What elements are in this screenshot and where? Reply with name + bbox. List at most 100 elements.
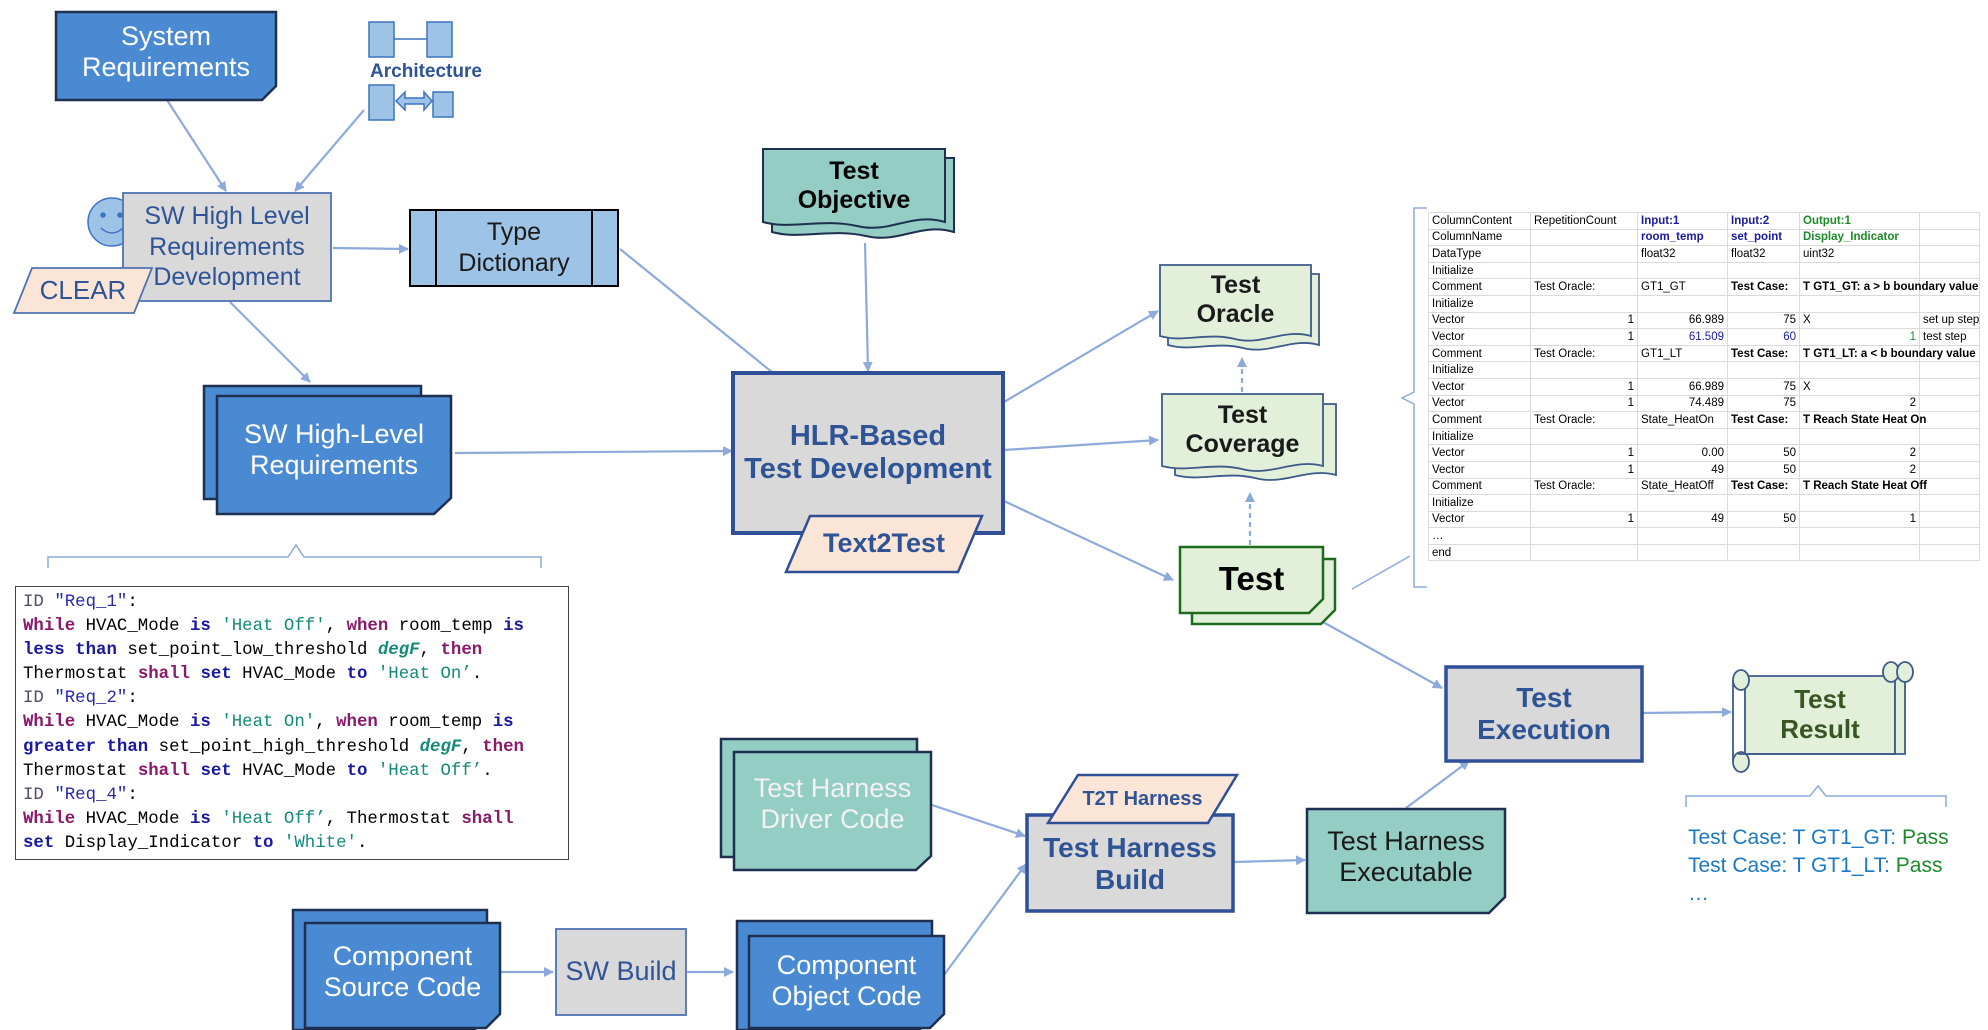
hlr-test-development-box xyxy=(731,371,1005,535)
code-token: While xyxy=(23,713,76,733)
table-cell xyxy=(1919,377,1980,396)
table-cell: 50 xyxy=(1727,510,1800,529)
table-cell: Test Oracle: xyxy=(1530,411,1638,429)
table-cell xyxy=(1799,261,1920,280)
table-cell: 1 xyxy=(1530,444,1638,462)
smiley-face-features xyxy=(100,212,124,234)
code-token: "Req_4" xyxy=(54,785,128,805)
table-cell: 49 xyxy=(1637,460,1728,479)
table-row: end xyxy=(1428,543,1980,562)
arrow-sysreq-to-hlrdev xyxy=(166,99,227,192)
table-cell: Vector xyxy=(1428,311,1531,330)
type-dictionary-box xyxy=(409,209,619,287)
code-token: , xyxy=(315,713,337,733)
arrow-executable-to-execution xyxy=(1405,760,1470,809)
code-token: 'Heat Off' xyxy=(221,617,326,637)
table-cell: 0.00 xyxy=(1637,444,1728,462)
table-cell: 1 xyxy=(1799,328,1920,346)
code-line: While HVAC_Mode is 'Heat Off’, Thermosta… xyxy=(23,808,561,832)
code-token: , xyxy=(419,641,441,661)
table-cell: 49 xyxy=(1637,510,1728,529)
table-cell xyxy=(1530,543,1638,562)
table-cell: T Reach State Heat Off xyxy=(1799,477,1927,496)
code-token xyxy=(211,617,221,636)
table-row: Initialize xyxy=(1428,361,1980,379)
test-execution-label: Test Execution xyxy=(1477,681,1611,745)
table-cell: room_temp xyxy=(1637,228,1728,247)
table-cell: Input:1 xyxy=(1637,212,1728,230)
table-cell: float32 xyxy=(1727,245,1800,263)
driver-code-label: Test Harness Driver Code xyxy=(753,772,912,834)
arrow-hlrdev-to-swhlr xyxy=(229,301,311,383)
system-requirements-label: System Requirements xyxy=(81,20,251,82)
sw-hlr-development-label: SW High Level Requirements Development xyxy=(144,202,310,292)
table-cell: Output:1 xyxy=(1799,212,1920,230)
code-token: : xyxy=(127,593,138,612)
table-cell: 50 xyxy=(1727,444,1800,462)
code-token: , xyxy=(461,737,483,757)
table-cell xyxy=(1919,294,1980,313)
table-cell: Test Oracle: xyxy=(1530,344,1638,363)
code-token: HVAC_Mode xyxy=(231,665,347,685)
table-cell: Vector xyxy=(1428,460,1531,479)
code-token: Display_Indicator xyxy=(54,833,253,853)
table-cell: 61.509 xyxy=(1637,328,1728,346)
system-requirements-box xyxy=(54,10,278,102)
table-cell: 74.489 xyxy=(1637,394,1728,413)
code-token: . xyxy=(482,761,493,781)
result-line: … xyxy=(1688,880,1949,908)
test-label: Test xyxy=(1218,560,1285,598)
table-cell: Display_Indicator xyxy=(1799,228,1920,247)
table-cell: Initialize xyxy=(1428,294,1531,313)
code-token: is xyxy=(190,617,211,637)
table-cell xyxy=(1727,494,1800,512)
code-line: Thermostat shall set HVAC_Mode to 'Heat … xyxy=(23,760,561,784)
code-line: ID "Req_4": xyxy=(23,784,561,808)
table-cell xyxy=(1919,427,1980,446)
result-line: Test Case: T GT1_LT: Pass xyxy=(1688,852,1949,880)
text2test-label: Text2Test xyxy=(822,528,946,559)
result-status: Pass xyxy=(1895,854,1943,877)
table-cell: T Reach State Heat On xyxy=(1799,411,1926,429)
test-coverage-doc-front xyxy=(1161,393,1324,472)
table-row: Initialize xyxy=(1428,427,1980,446)
table-cell xyxy=(1727,361,1800,379)
code-token: then xyxy=(482,737,524,757)
code-token: shall xyxy=(137,761,190,781)
arrow-objective-to-hlrtest xyxy=(862,242,873,372)
arrow-driver-to-build xyxy=(931,803,1026,838)
table-cell xyxy=(1919,411,1980,429)
code-line: set Display_Indicator to 'White'. xyxy=(23,832,561,856)
arrow-test-to-execution xyxy=(1322,621,1443,689)
test-harness-build-label: Test Harness Build xyxy=(1043,831,1217,895)
text2test-tag xyxy=(784,514,984,574)
table-cell: Vector xyxy=(1428,510,1531,529)
code-token: : xyxy=(127,689,138,709)
code-line: greater than set_point_high_threshold de… xyxy=(23,736,561,760)
code-token: degF xyxy=(377,641,420,661)
arrow-object-to-build xyxy=(943,863,1027,976)
table-cell: end xyxy=(1428,543,1531,562)
table-cell: 2 xyxy=(1799,444,1920,462)
brace-results xyxy=(1685,784,1947,807)
object-code-doc-front xyxy=(747,934,946,1030)
architecture-label: Architecture xyxy=(370,61,482,83)
code-token: While xyxy=(23,617,76,637)
code-token: to xyxy=(252,833,274,853)
code-line: ID "Req_2": xyxy=(23,687,561,711)
table-cell xyxy=(1919,212,1980,230)
table-cell xyxy=(1727,261,1800,280)
result-status: Pass xyxy=(1901,826,1949,849)
table-cell: T GT1_GT: a > b boundary value xyxy=(1799,278,1978,296)
table-cell: 75 xyxy=(1727,311,1800,330)
table-row: Initialize xyxy=(1428,294,1980,313)
table-cell: Initialize xyxy=(1428,361,1531,379)
arrow-swhlr-to-hlrtest xyxy=(454,446,733,457)
